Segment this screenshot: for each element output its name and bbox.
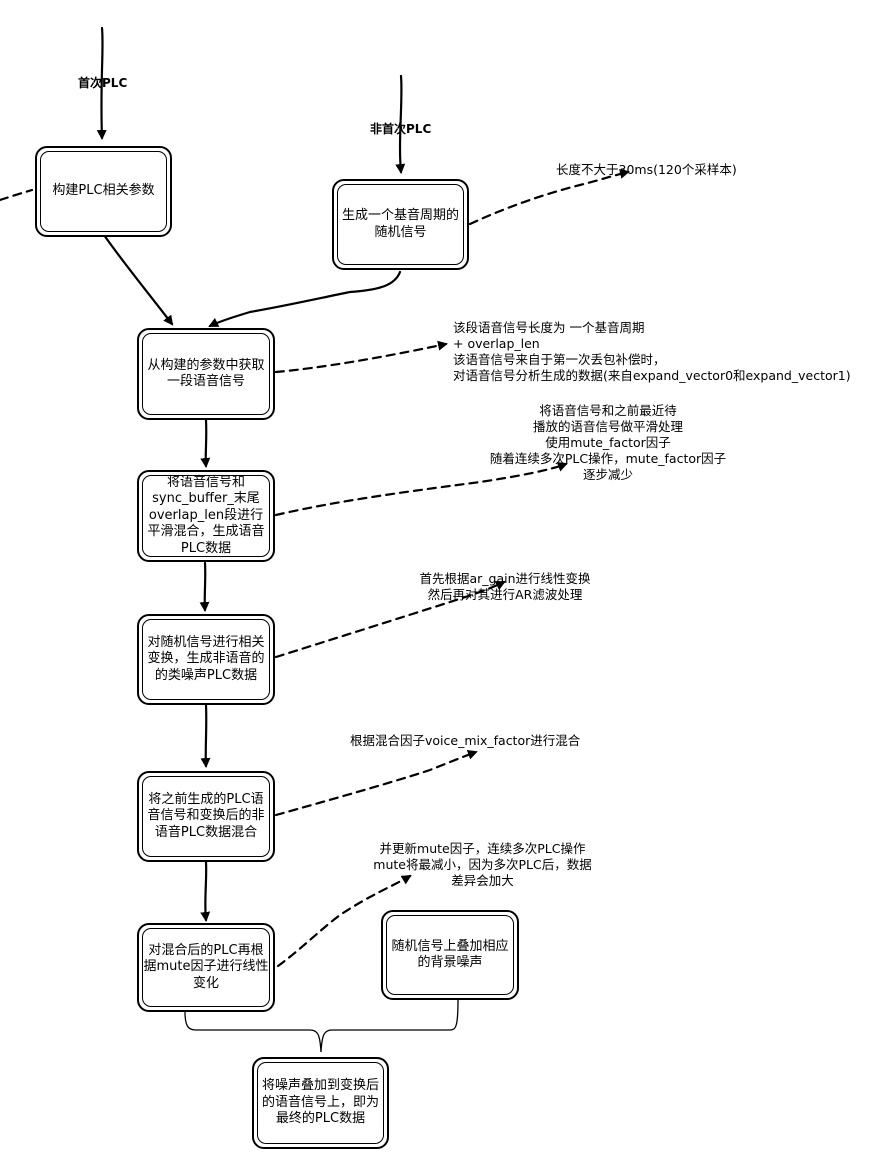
note-update-mute: 并更新mute因子，连续多次PLC操作 mute将最减小，因为多次PLC后，数据… xyxy=(373,841,592,888)
edge-start-to-build xyxy=(96,26,107,140)
node-transform-random[interactable]: 对随机信号进行相关 变换，生成非语音的 的类噪声PLC数据 xyxy=(137,614,275,705)
node-border xyxy=(142,333,270,415)
node-text: 将语音信号和 sync_buffer_末尾 overlap_len段进行 平滑混… xyxy=(147,474,265,556)
node-text: 对随机信号进行相关 变换，生成非语音的 的类噪声PLC数据 xyxy=(147,634,265,683)
node-text: 随机信号上叠加相应 的背景噪声 xyxy=(391,938,509,971)
node-final[interactable]: 将噪声叠加到变换后 的语音信号上，即为 最终的PLC数据 xyxy=(252,1057,389,1149)
dashed-mute-to-update xyxy=(276,874,412,968)
edge-get-to-mix xyxy=(200,418,211,468)
node-build-params[interactable]: 构建PLC相关参数 xyxy=(35,146,172,237)
note-smooth: 将语音信号和之前最近待 播放的语音信号做平滑处理 使用mute_factor因子… xyxy=(489,403,727,482)
node-border xyxy=(257,1062,384,1144)
node-mix-sync[interactable]: 将语音信号和 sync_buffer_末尾 overlap_len段进行 平滑混… xyxy=(137,470,275,562)
edge-start-to-random xyxy=(395,74,406,174)
node-border xyxy=(142,619,270,700)
node-border xyxy=(386,915,514,995)
node-text: 从构建的参数中获取 一段语音信号 xyxy=(147,357,265,390)
node-border xyxy=(337,184,464,265)
note-voice-length: 该段语音信号长度为 一个基音周期 + overlap_len 该语音信号来自于第… xyxy=(453,320,851,383)
node-border xyxy=(142,475,270,557)
non-first-plc-label: 非首次PLC xyxy=(370,122,432,136)
dashed-mix-to-smooth xyxy=(274,462,568,517)
node-gen-random[interactable]: 生成一个基音周期的 随机信号 xyxy=(332,179,469,270)
merge-brace xyxy=(184,999,459,1053)
node-bg-noise[interactable]: 随机信号上叠加相应 的背景噪声 xyxy=(381,910,519,1000)
node-mix-plc[interactable]: 将之前生成的PLC语 音信号和变换后的非 语音PLC数据混合 xyxy=(137,771,275,862)
edge-mixplc-to-mute xyxy=(200,860,211,922)
note-ar-gain: 首先根据ar_gain进行线性变换 然后再对其进行AR滤波处理 xyxy=(419,571,591,602)
node-get-voice[interactable]: 从构建的参数中获取 一段语音信号 xyxy=(137,328,275,420)
note-mix-factor: 根据混合因子voice_mix_factor进行混合 xyxy=(350,733,581,748)
node-text: 构建PLC相关参数 xyxy=(52,183,155,199)
first-plc-label: 首次PLC xyxy=(78,76,128,90)
edge-random-to-get xyxy=(208,270,402,328)
dashed-get-to-voicelen xyxy=(274,340,448,374)
node-mute-change[interactable]: 对混合后的PLC再根 据mute因子进行线性 变化 xyxy=(137,923,275,1012)
edge-transform-to-mixplc xyxy=(200,703,211,768)
edge-build-to-get xyxy=(102,233,174,326)
dashed-random-to-length xyxy=(468,168,630,226)
node-border xyxy=(142,776,270,857)
dashed-mixplc-to-mixfactor xyxy=(274,750,478,817)
note-length: 长度不大于30ms(120个采样本) xyxy=(556,162,737,177)
node-text: 将之前生成的PLC语 音信号和变换后的非 语音PLC数据混合 xyxy=(147,791,265,840)
node-text: 对混合后的PLC再根 据mute因子进行线性 变化 xyxy=(143,942,269,991)
edge-mix-to-transform xyxy=(199,561,210,612)
node-text: 将噪声叠加到变换后 的语音信号上，即为 最终的PLC数据 xyxy=(261,1078,379,1127)
dashed-left-incoming xyxy=(0,188,34,202)
node-text: 生成一个基音周期的 随机信号 xyxy=(341,208,459,240)
dashed-transform-to-argain xyxy=(274,580,506,659)
node-border xyxy=(40,151,167,232)
node-border xyxy=(142,928,270,1007)
